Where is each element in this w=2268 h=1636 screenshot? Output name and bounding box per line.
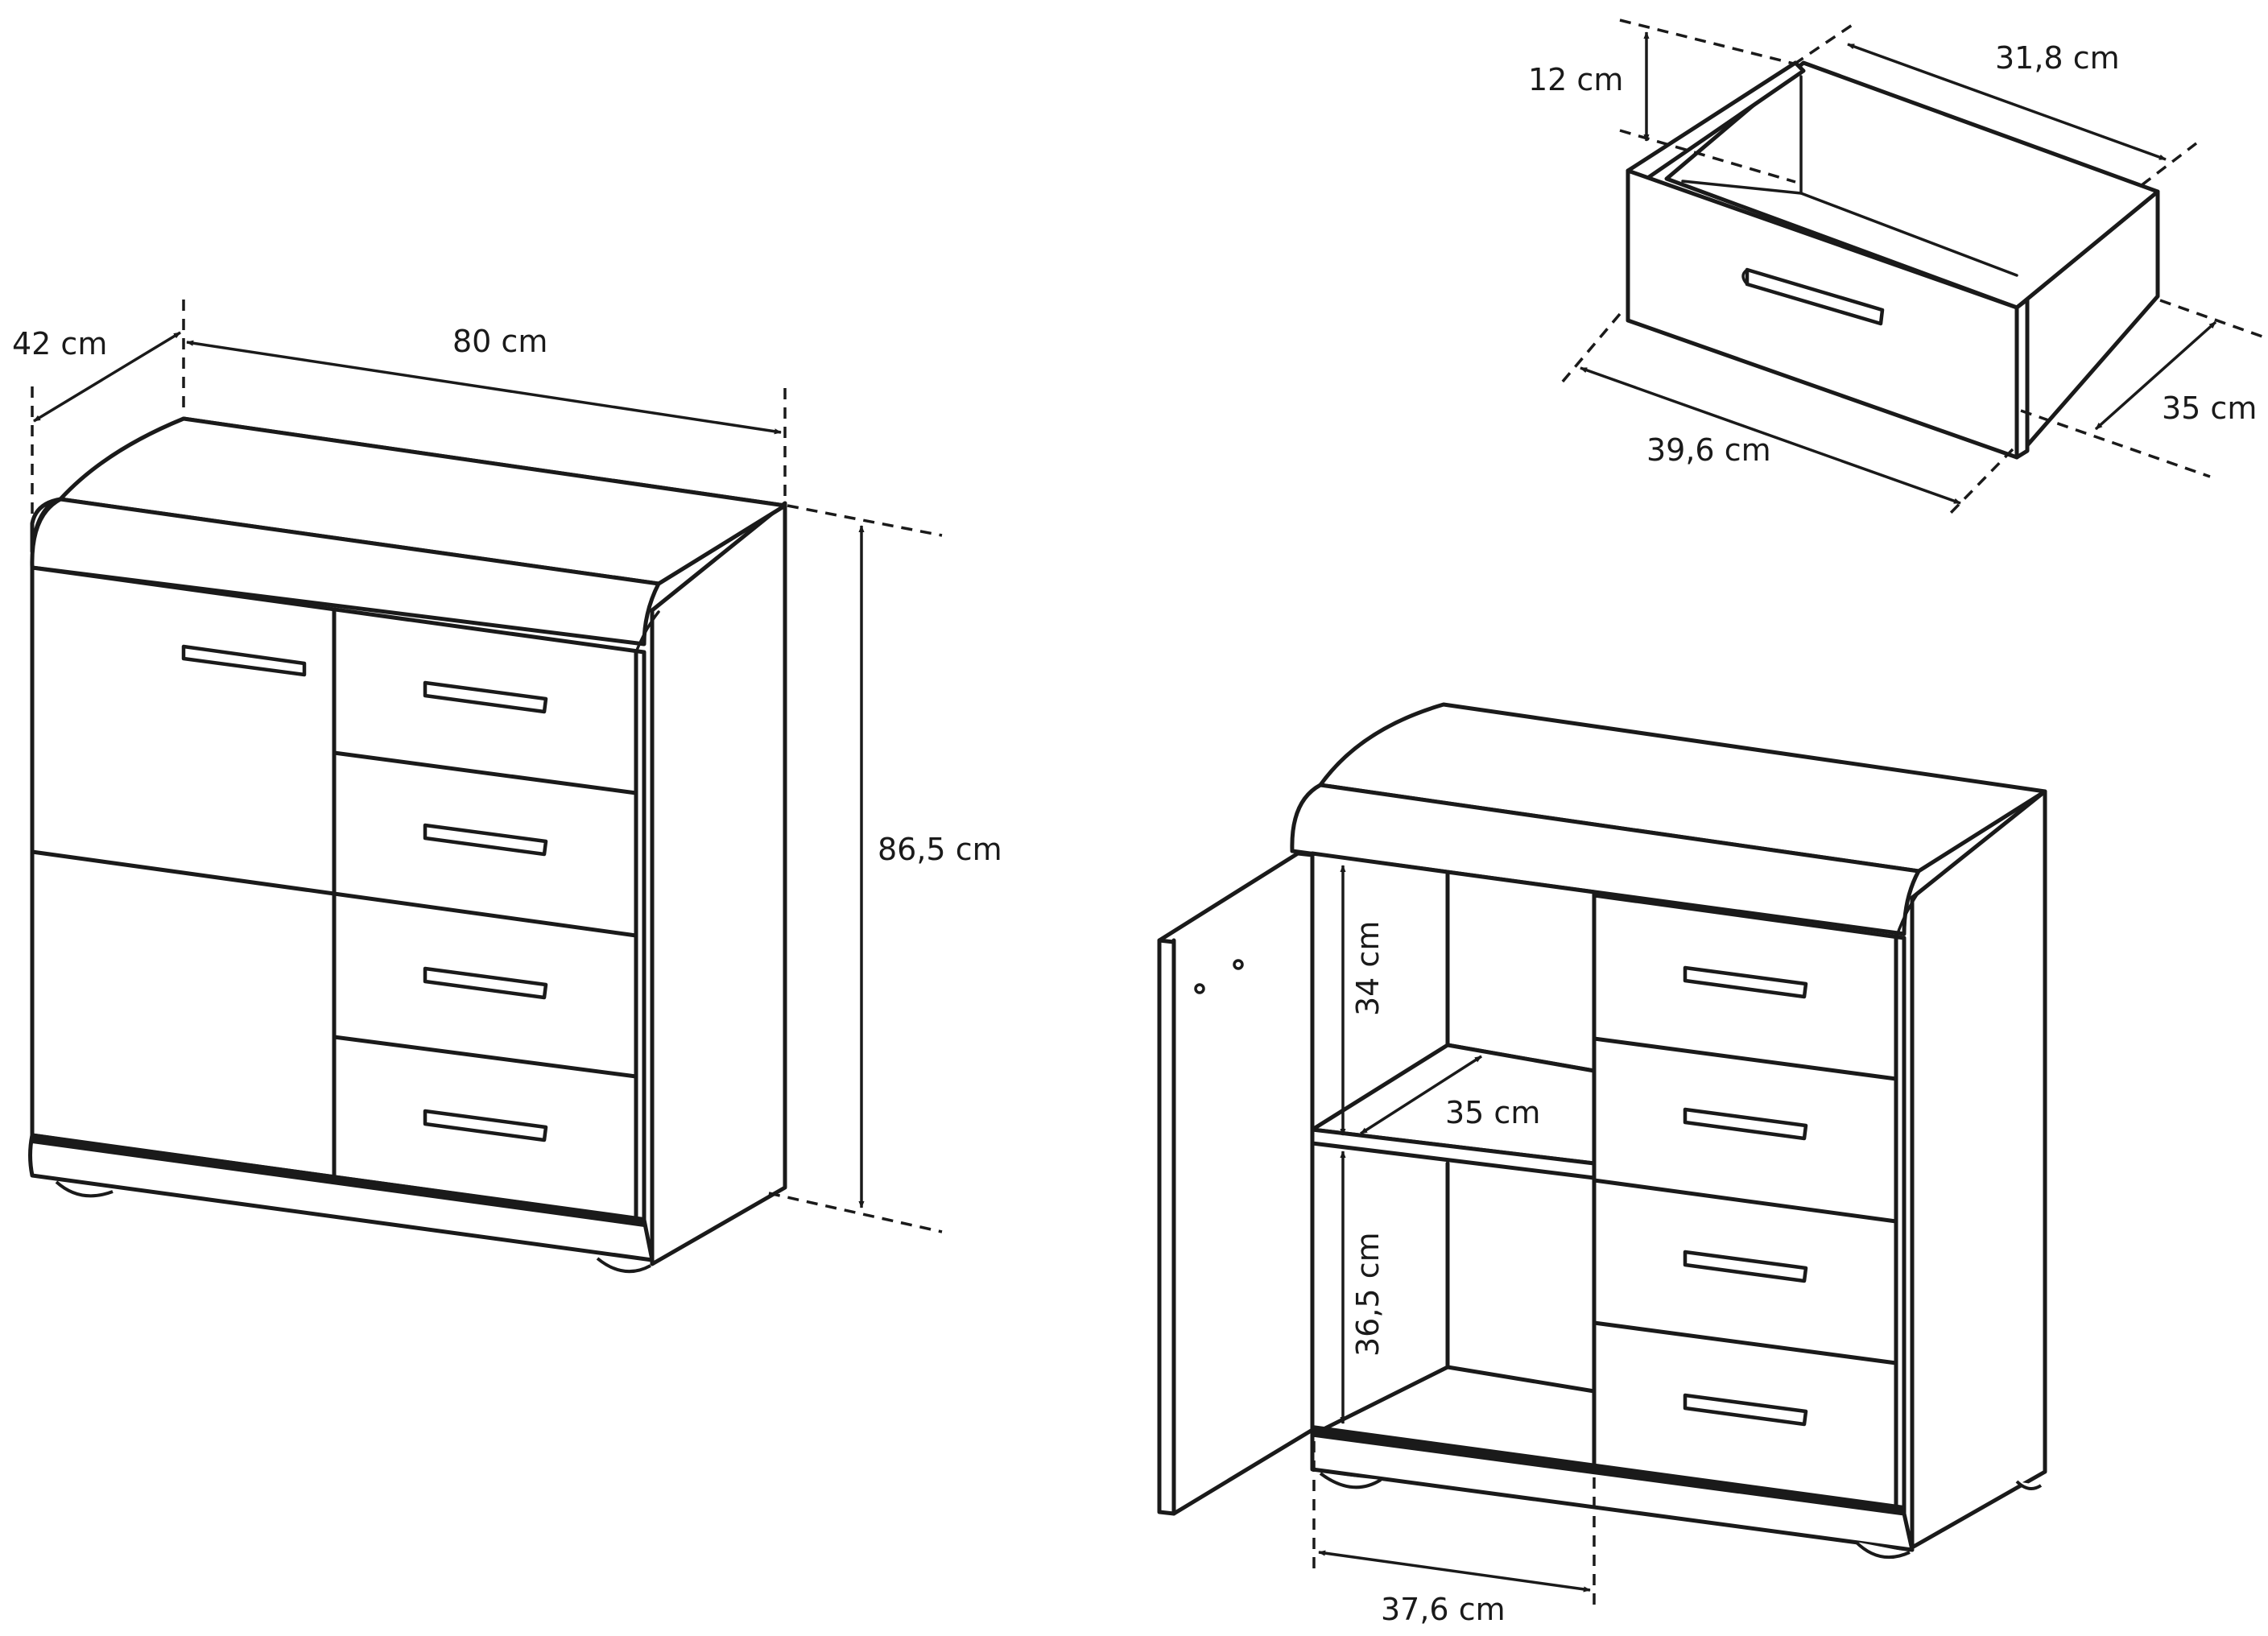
drawer-handle [1683,1393,1808,1427]
side-panel [650,501,787,1266]
drawer-handle [1683,1250,1808,1283]
side-panel [1910,789,2047,1550]
hinge-hole [1233,959,1244,970]
foot [1854,1540,1911,1560]
foot [1319,1472,1382,1489]
plinth [28,1133,655,1262]
drawer-handle [423,966,548,1000]
drawer-handle [423,823,548,857]
drawer-handle [423,680,548,714]
foot [55,1180,114,1198]
hinge-hole [1194,983,1205,994]
lower-compartment-height-label: 36,5 cm [1350,1232,1386,1357]
shelf-depth-label: 35 cm [1445,1095,1540,1130]
compartment-width-label: 37,6 cm [1381,1592,1506,1627]
depth-label: 42 cm [12,326,107,361]
drawer-handle [1683,1107,1808,1141]
width-label: 80 cm [452,324,547,359]
drawer-front-width-label: 39,6 cm [1646,432,1771,468]
drawer-depth-label: 35 cm [2162,390,2257,426]
upper-compartment-height-label: 34 cm [1350,921,1386,1016]
drawer-inner-width-label: 31,8 cm [1995,40,2120,76]
foot [596,1257,651,1274]
drawer-detail: 12 cm 31,8 cm 35 cm 39,6 cm [1528,19,2263,517]
height-label: 86,5 cm [878,832,1002,867]
drawer-height-label: 12 cm [1528,62,1623,97]
door-handle [181,644,307,677]
drawer-handle [423,1109,548,1142]
top-edge [1290,783,1921,936]
open-door [1157,851,1315,1516]
closed-dresser: 42 cm 80 cm 86,5 cm [12,300,1002,1274]
drawer-handle [1683,965,1808,999]
open-dresser: 34 cm 35 cm 36,5 cm 37,6 cm [1157,702,2047,1627]
foot [2015,1480,2043,1490]
drawer-handle [1745,267,1885,326]
